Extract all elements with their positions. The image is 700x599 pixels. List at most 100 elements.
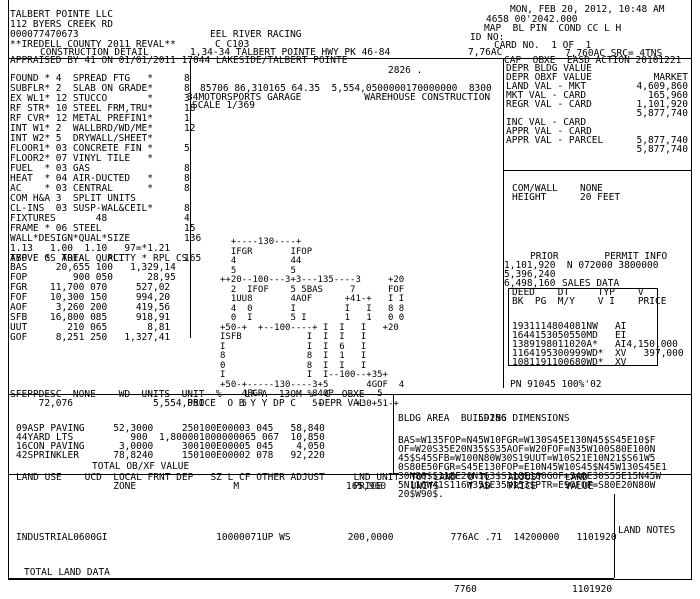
card-no: CARD NO. 1 OF 1 <box>494 40 592 51</box>
area-row: AOF 3,260 200 419,56 <box>10 302 171 313</box>
element-row: EX WL1* 12 STUCCO * <box>10 93 153 104</box>
obxf-total-label: TOTAL OB/XF VALUE <box>92 461 190 472</box>
comwall-label: COM/WALL <box>512 183 558 194</box>
land-header-1: LAND USE UCD LOCAL FRNT DEP SZ L CF OTHE… <box>16 472 588 483</box>
sketch-line: I I I 6 I <box>220 341 367 352</box>
county-reval-line: **IREDELL COUNTY 2011 REVAL** <box>10 39 176 50</box>
sales-row: 1164195300999WD* XV 397,000 <box>512 348 684 359</box>
sketch-line: 8 8 I 1 I <box>220 351 367 361</box>
element-digit: 8 <box>184 183 190 194</box>
element-row: COM H&A 3 SPLIT UNITS <box>10 193 136 204</box>
element-digit: 8 <box>184 203 190 214</box>
area-row: UUT 210 065 8,81 <box>10 322 171 333</box>
ac-code: 7,76AC <box>468 47 503 58</box>
sketch-line: 0 8 I I I <box>220 360 367 371</box>
use-line-2: 34MOTORSPORTS GARAGE WAREHOUSE CONSTRUCT… <box>187 92 491 103</box>
gap-code: 2826 . <box>388 65 423 76</box>
value-amount: 5,877,740 <box>636 135 688 146</box>
bldg-area-value: 59286 <box>478 413 507 424</box>
area-table-header: TYP GS AREA PCT RPL CS <box>10 253 188 264</box>
value-amount: 165,960 <box>647 90 688 101</box>
area-row: FGR 11,700 070 527,02 <box>10 282 171 293</box>
dimension-line: BAS=W135FOP=N45W10FGR=W130S45E130N45$S45… <box>398 435 656 446</box>
sketch-line: 5 5+ +30+51-+ <box>220 398 399 409</box>
scale-label: SCALE 1/369 <box>192 100 255 111</box>
dimension-line: OF=W20S35E20N35$S35AOF=W20FOF=N35W100S80… <box>398 444 656 455</box>
element-row: FIXTURES 48 <box>10 213 108 224</box>
obxf-row: 44YARD LTS 900 1,800001000000065 067 10,… <box>16 432 325 443</box>
sales-box <box>508 288 658 366</box>
account-number: 000077470673 <box>10 29 79 40</box>
prior-line: 6,498,160 <box>504 278 556 289</box>
sketch-line: 5 5 <box>220 265 296 276</box>
dimension-line: 0S80E50FGR=S45E130FOP=E10N45W10S45$N45W1… <box>398 462 667 473</box>
element-digit: 1 <box>184 113 190 124</box>
element-digit: 12 <box>184 123 196 134</box>
sales-row: 1931114804081NW AI <box>512 321 627 332</box>
element-row: 1.13 1.00 1.10 97=*1.21 <box>10 243 171 254</box>
sketch-line: ++20--100---3+3---135----3 +20 <box>220 275 405 285</box>
element-row: INT W1* 2 WALLBRD/WD/ME* <box>10 123 153 134</box>
dimension-line: 5N116W41S116W35$E35N153$PTR=E90FOF=S80E2… <box>398 480 656 491</box>
value-label: APPR VAL - CARD <box>506 126 592 137</box>
value-amount: 5,877,740 <box>636 108 688 119</box>
value-label: INC VAL - CARD <box>506 117 587 128</box>
value-amount: MARKET <box>653 72 688 83</box>
element-digit: 4 <box>184 213 190 224</box>
garage-name: EEL RIVER RACING <box>210 29 302 40</box>
datetime: MON, FEB 20, 2012, 10:48 AM <box>510 4 665 15</box>
element-digit: 8 <box>184 83 190 94</box>
element-row: RF STR* 10 STEEL FRM,TRU* <box>10 103 153 114</box>
element-row: FUEL * 03 GAS <box>10 163 91 174</box>
element-row: FLOOR2* 07 VINYL TILE * <box>10 153 153 164</box>
area-row: FOP 900 050 28,95 <box>10 272 176 283</box>
ac-group: C C103 <box>215 39 250 50</box>
sketch-line: 2 IFOF 5 5BAS 7 FOF <box>220 284 405 295</box>
src-line: 7,760AC SRC= 4TNS <box>565 48 663 59</box>
prior-line: 5,396,240 <box>504 269 556 280</box>
height-value: 20 FEET <box>580 192 621 203</box>
element-row: HEAT * 04 AIR-DUCTED * <box>10 173 153 184</box>
sketch-line: +50-+-----130----3+5 4GOF 4 <box>220 379 405 390</box>
owner-address: 112 BYERS CREEK RD <box>10 19 113 30</box>
value-amount: 1,101,920 <box>636 99 688 110</box>
value-label: APPR VAL - PARCEL <box>506 135 604 146</box>
prior-permit-header: PRIOR PERMIT INFO <box>530 251 668 262</box>
element-digit: 5 <box>184 143 190 154</box>
element-digit: 18 <box>184 103 196 114</box>
prior-line: 1,101,920 N 072000 3800000 <box>504 260 659 271</box>
value-action-line: CAP OBXE EASD ACTION 20101221 <box>504 55 682 66</box>
dimension-line: 20$W90$. <box>398 489 444 500</box>
obxf-topline: 72,076 5,554,050 <box>10 398 205 409</box>
dimension-line: 45$S45SFB=W100N80W30S19UUT=W10S21E10N21$… <box>398 453 656 464</box>
element-row: ABOVE * TOTAL QUALITY * <box>10 253 148 264</box>
sketch-line: I I I--100--+35+ <box>220 370 388 380</box>
element-row: AC * 03 CENTRAL * <box>10 183 153 194</box>
sales-row: 1081191100680WD* XV <box>512 357 627 368</box>
sales-header-2: BK PG M/Y V I PRICE <box>512 296 667 307</box>
sketch-line: +50-+ +--100----+ I I I +20 <box>220 322 399 333</box>
pn-line: PN 91045 100%'02 <box>510 379 602 390</box>
address-line: 1,34-34 TALBERT POINTE HWY PK 46-84 <box>190 47 391 58</box>
map-row: MAP BL PIN COND CC L H <box>484 23 622 34</box>
value-label: LAND VAL - MKT <box>506 81 587 92</box>
sketch-line: IFGR IFOP <box>220 246 313 257</box>
dimension-line: 30N80$S118E20N163$S118E100GOF=S40E30S55E… <box>398 471 662 482</box>
sketch-line: 4 0 I I I 8 8 <box>220 303 405 314</box>
sales-header: DEED DT TYP V <box>512 287 644 298</box>
id-no: ID NO: <box>470 32 505 43</box>
obxf-headers-2: PRICE O B Y Y DP C DEPR VAL <box>10 398 365 409</box>
element-digit: 8 <box>184 73 190 84</box>
area-row: FOF 10,300 150 994,20 <box>10 292 171 303</box>
use-line-1: 85706 86,310165 64.35 5,554,050000017000… <box>200 83 492 94</box>
obxf-total-value: 165,960 <box>346 481 387 492</box>
sales-row: 1389198011020A* AI4,150,000 <box>512 339 678 350</box>
sketch-line: +----130----+ <box>220 237 302 247</box>
element-row: RF CVR* 12 METAL PREFIN1* <box>10 113 153 124</box>
owner-name: TALBERT POINTE LLC <box>10 9 113 20</box>
right-code: 4658 00'2042.000 <box>486 14 578 25</box>
sketch-line: 1UU8 4AOF +41-+ I I <box>220 294 405 304</box>
obxf-row: 09ASP PAVING 52,3000 250100E00003 045 58… <box>16 423 325 434</box>
value-label: DEPR OBXF VALUE <box>506 72 592 83</box>
element-row: INT W2* 5 DRYWALL/SHEET* <box>10 133 153 144</box>
